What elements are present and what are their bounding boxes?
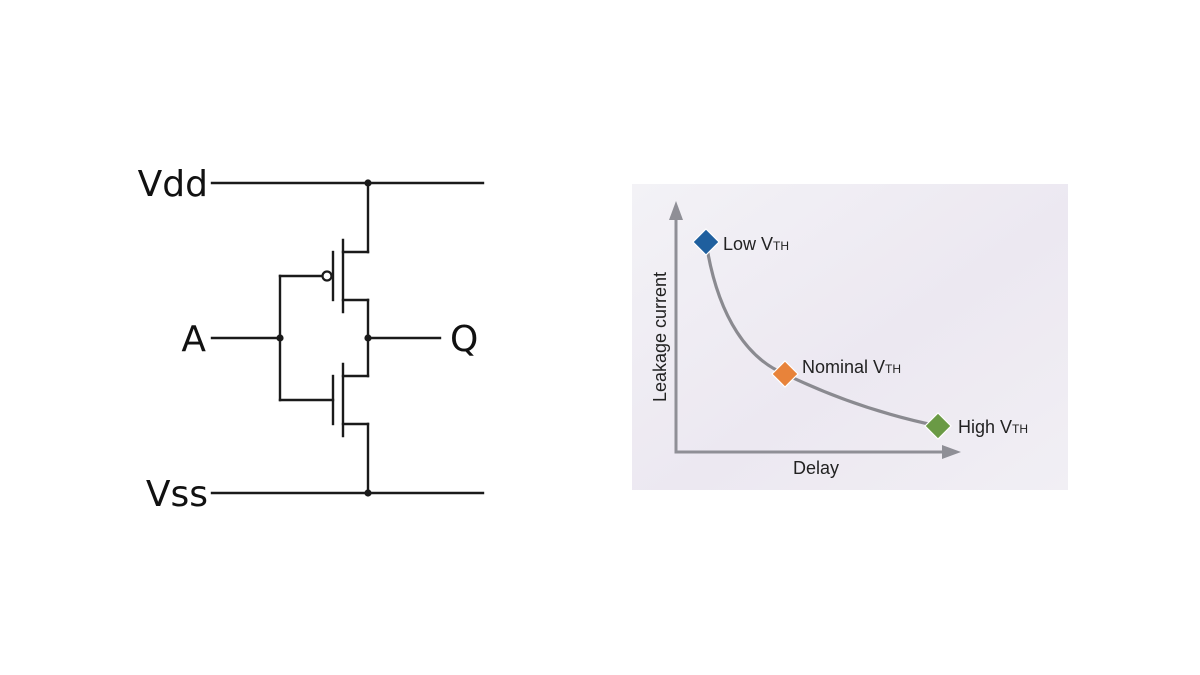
y-axis-label: Leakage current (650, 272, 670, 402)
high-vth-label-main: High V (958, 417, 1012, 437)
point-low-vth: Low VTH (692, 228, 789, 256)
high-vth-marker (924, 412, 952, 440)
x-axis-label: Delay (793, 458, 839, 478)
output-junction-dot (364, 334, 372, 342)
input-junction-dot (276, 334, 284, 342)
high-vth-label-subscript: TH (1012, 422, 1028, 436)
y-axis-arrowhead (669, 201, 683, 220)
pmos-transistor (321, 181, 370, 314)
nominal-vth-label-main: Nominal V (802, 357, 885, 377)
output-label: Q (450, 319, 478, 360)
low-vth-label-subscript: TH (773, 239, 789, 253)
vdd-label: Vdd (138, 164, 208, 205)
point-nominal-vth: Nominal VTH (771, 357, 901, 388)
low-vth-label: Low VTH (723, 234, 789, 254)
low-vth-label-main: Low V (723, 234, 773, 254)
cmos-inverter-schematic: Vdd Vss A Q (138, 164, 485, 515)
nominal-vth-label-subscript: TH (885, 362, 901, 376)
input-label: A (181, 319, 206, 360)
x-axis-arrowhead (942, 445, 961, 459)
vss-junction-dot (364, 489, 372, 497)
diagram-axes (674, 208, 952, 454)
nmos-transistor (331, 362, 370, 495)
point-high-vth: High VTH (924, 412, 1028, 440)
nominal-vth-label: Nominal VTH (802, 357, 901, 377)
vth-tradeoff-diagram: Delay Leakage current Low VTH Nominal VT… (632, 184, 1068, 490)
vss-label: Vss (146, 474, 208, 515)
low-vth-marker (692, 228, 720, 256)
pmos-inversion-bubble (321, 270, 333, 282)
diagram-panel (632, 184, 1068, 490)
vdd-junction-dot (364, 179, 372, 187)
nominal-vth-marker (771, 360, 799, 388)
high-vth-label: High VTH (958, 417, 1028, 437)
